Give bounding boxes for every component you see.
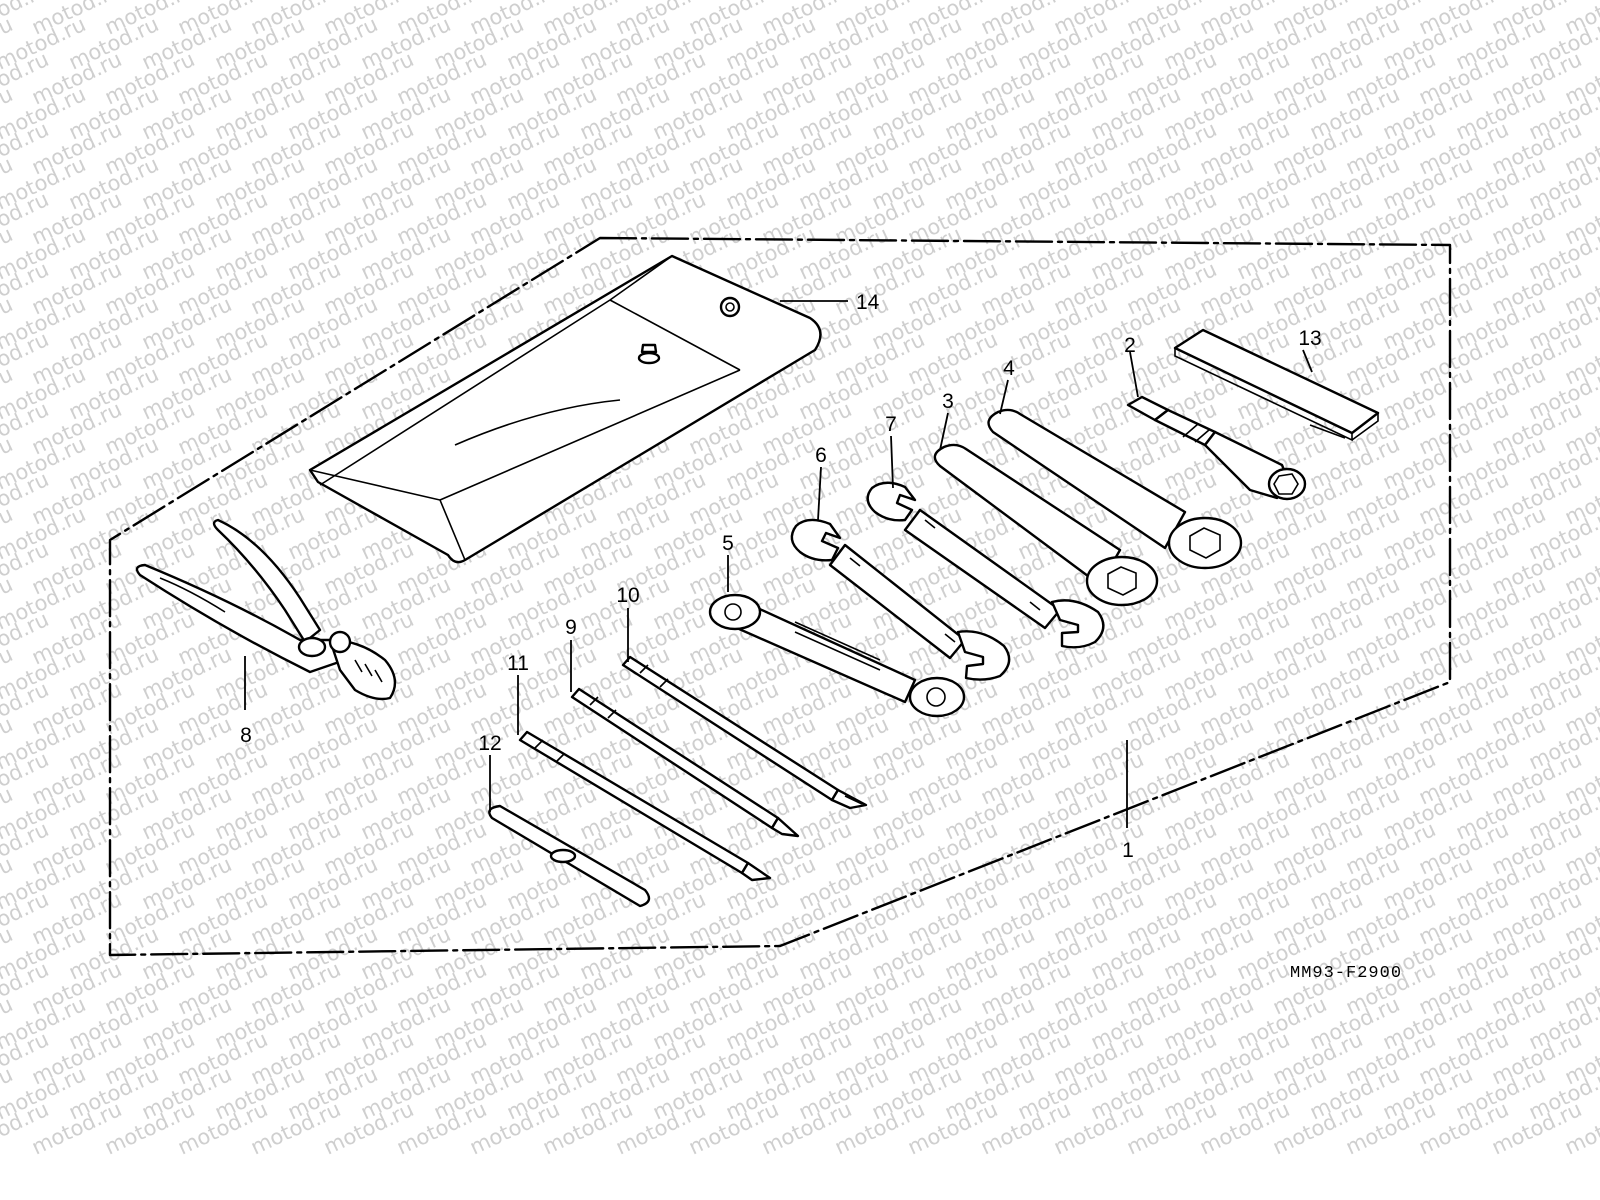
leader-lines <box>244 300 1313 828</box>
pin-spanner-bar-icon <box>1173 328 1380 442</box>
callout-8: 8 <box>240 724 252 747</box>
handle-bar-icon <box>488 804 651 908</box>
callout-1: 1 <box>1122 839 1134 862</box>
callout-6: 6 <box>815 444 827 467</box>
callout-2: 2 <box>1124 334 1136 357</box>
callout-7: 7 <box>885 413 897 436</box>
diagram-code: MM93-F2900 <box>1290 964 1402 983</box>
callout-3: 3 <box>942 390 954 413</box>
tool-bag-icon <box>308 254 822 564</box>
pliers-icon <box>135 518 397 701</box>
screwdriver-icon <box>570 687 800 838</box>
callout-14: 14 <box>856 291 880 314</box>
callout-10: 10 <box>616 584 639 607</box>
callout-4: 4 <box>1003 357 1015 380</box>
callout-12: 12 <box>478 732 501 755</box>
callout-9: 9 <box>565 616 577 639</box>
screwdriver-icon <box>621 655 868 810</box>
callout-13: 13 <box>1298 327 1321 350</box>
callout-11: 11 <box>507 652 529 675</box>
spark-plug-socket-wrench-icon <box>1126 395 1307 501</box>
callout-5: 5 <box>722 532 734 555</box>
callout-labels: 1 2 3 4 5 6 7 8 9 10 11 12 13 14 <box>240 291 1322 862</box>
